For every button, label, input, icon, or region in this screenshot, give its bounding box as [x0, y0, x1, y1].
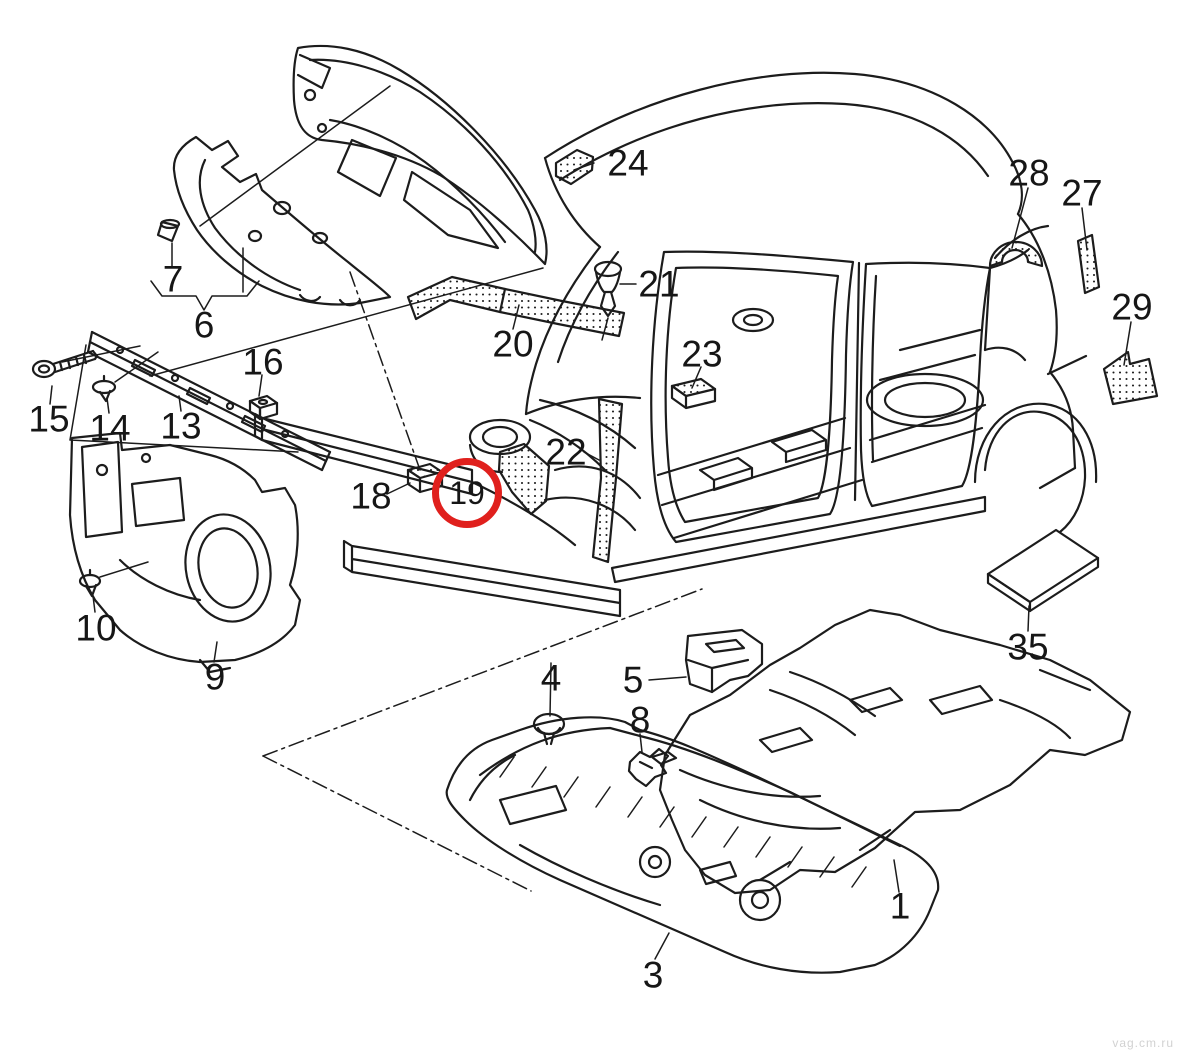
- leader-lines: [49, 85, 1132, 960]
- hood-insulation-pad: [156, 135, 392, 307]
- insulation-pieces: [406, 148, 1159, 564]
- pad-20: [406, 275, 626, 338]
- hood-outline: [292, 44, 548, 266]
- dash-panel-insulation: [445, 716, 940, 974]
- pad-28: [988, 240, 1044, 268]
- pad-27: [1076, 233, 1101, 295]
- clip-8: [627, 747, 678, 788]
- construction-lines: [262, 271, 703, 892]
- floor-carpet: [658, 608, 1132, 895]
- clip-16: [248, 394, 279, 421]
- pad-29: [1102, 350, 1159, 406]
- pad-24: [554, 148, 595, 186]
- pad-23-top: [670, 377, 717, 398]
- pad-19: [497, 442, 551, 516]
- pad-22: [591, 397, 624, 564]
- bracket-5: [684, 628, 764, 694]
- screw-15: [31, 349, 99, 379]
- watermark: vag.cm.ru: [1112, 1036, 1174, 1050]
- damping-sheet-35: [986, 528, 1100, 613]
- clip-14: [91, 374, 117, 403]
- cowl-panel: [69, 330, 332, 472]
- body-shell: [253, 71, 1098, 618]
- firewall-insulation: [68, 431, 302, 674]
